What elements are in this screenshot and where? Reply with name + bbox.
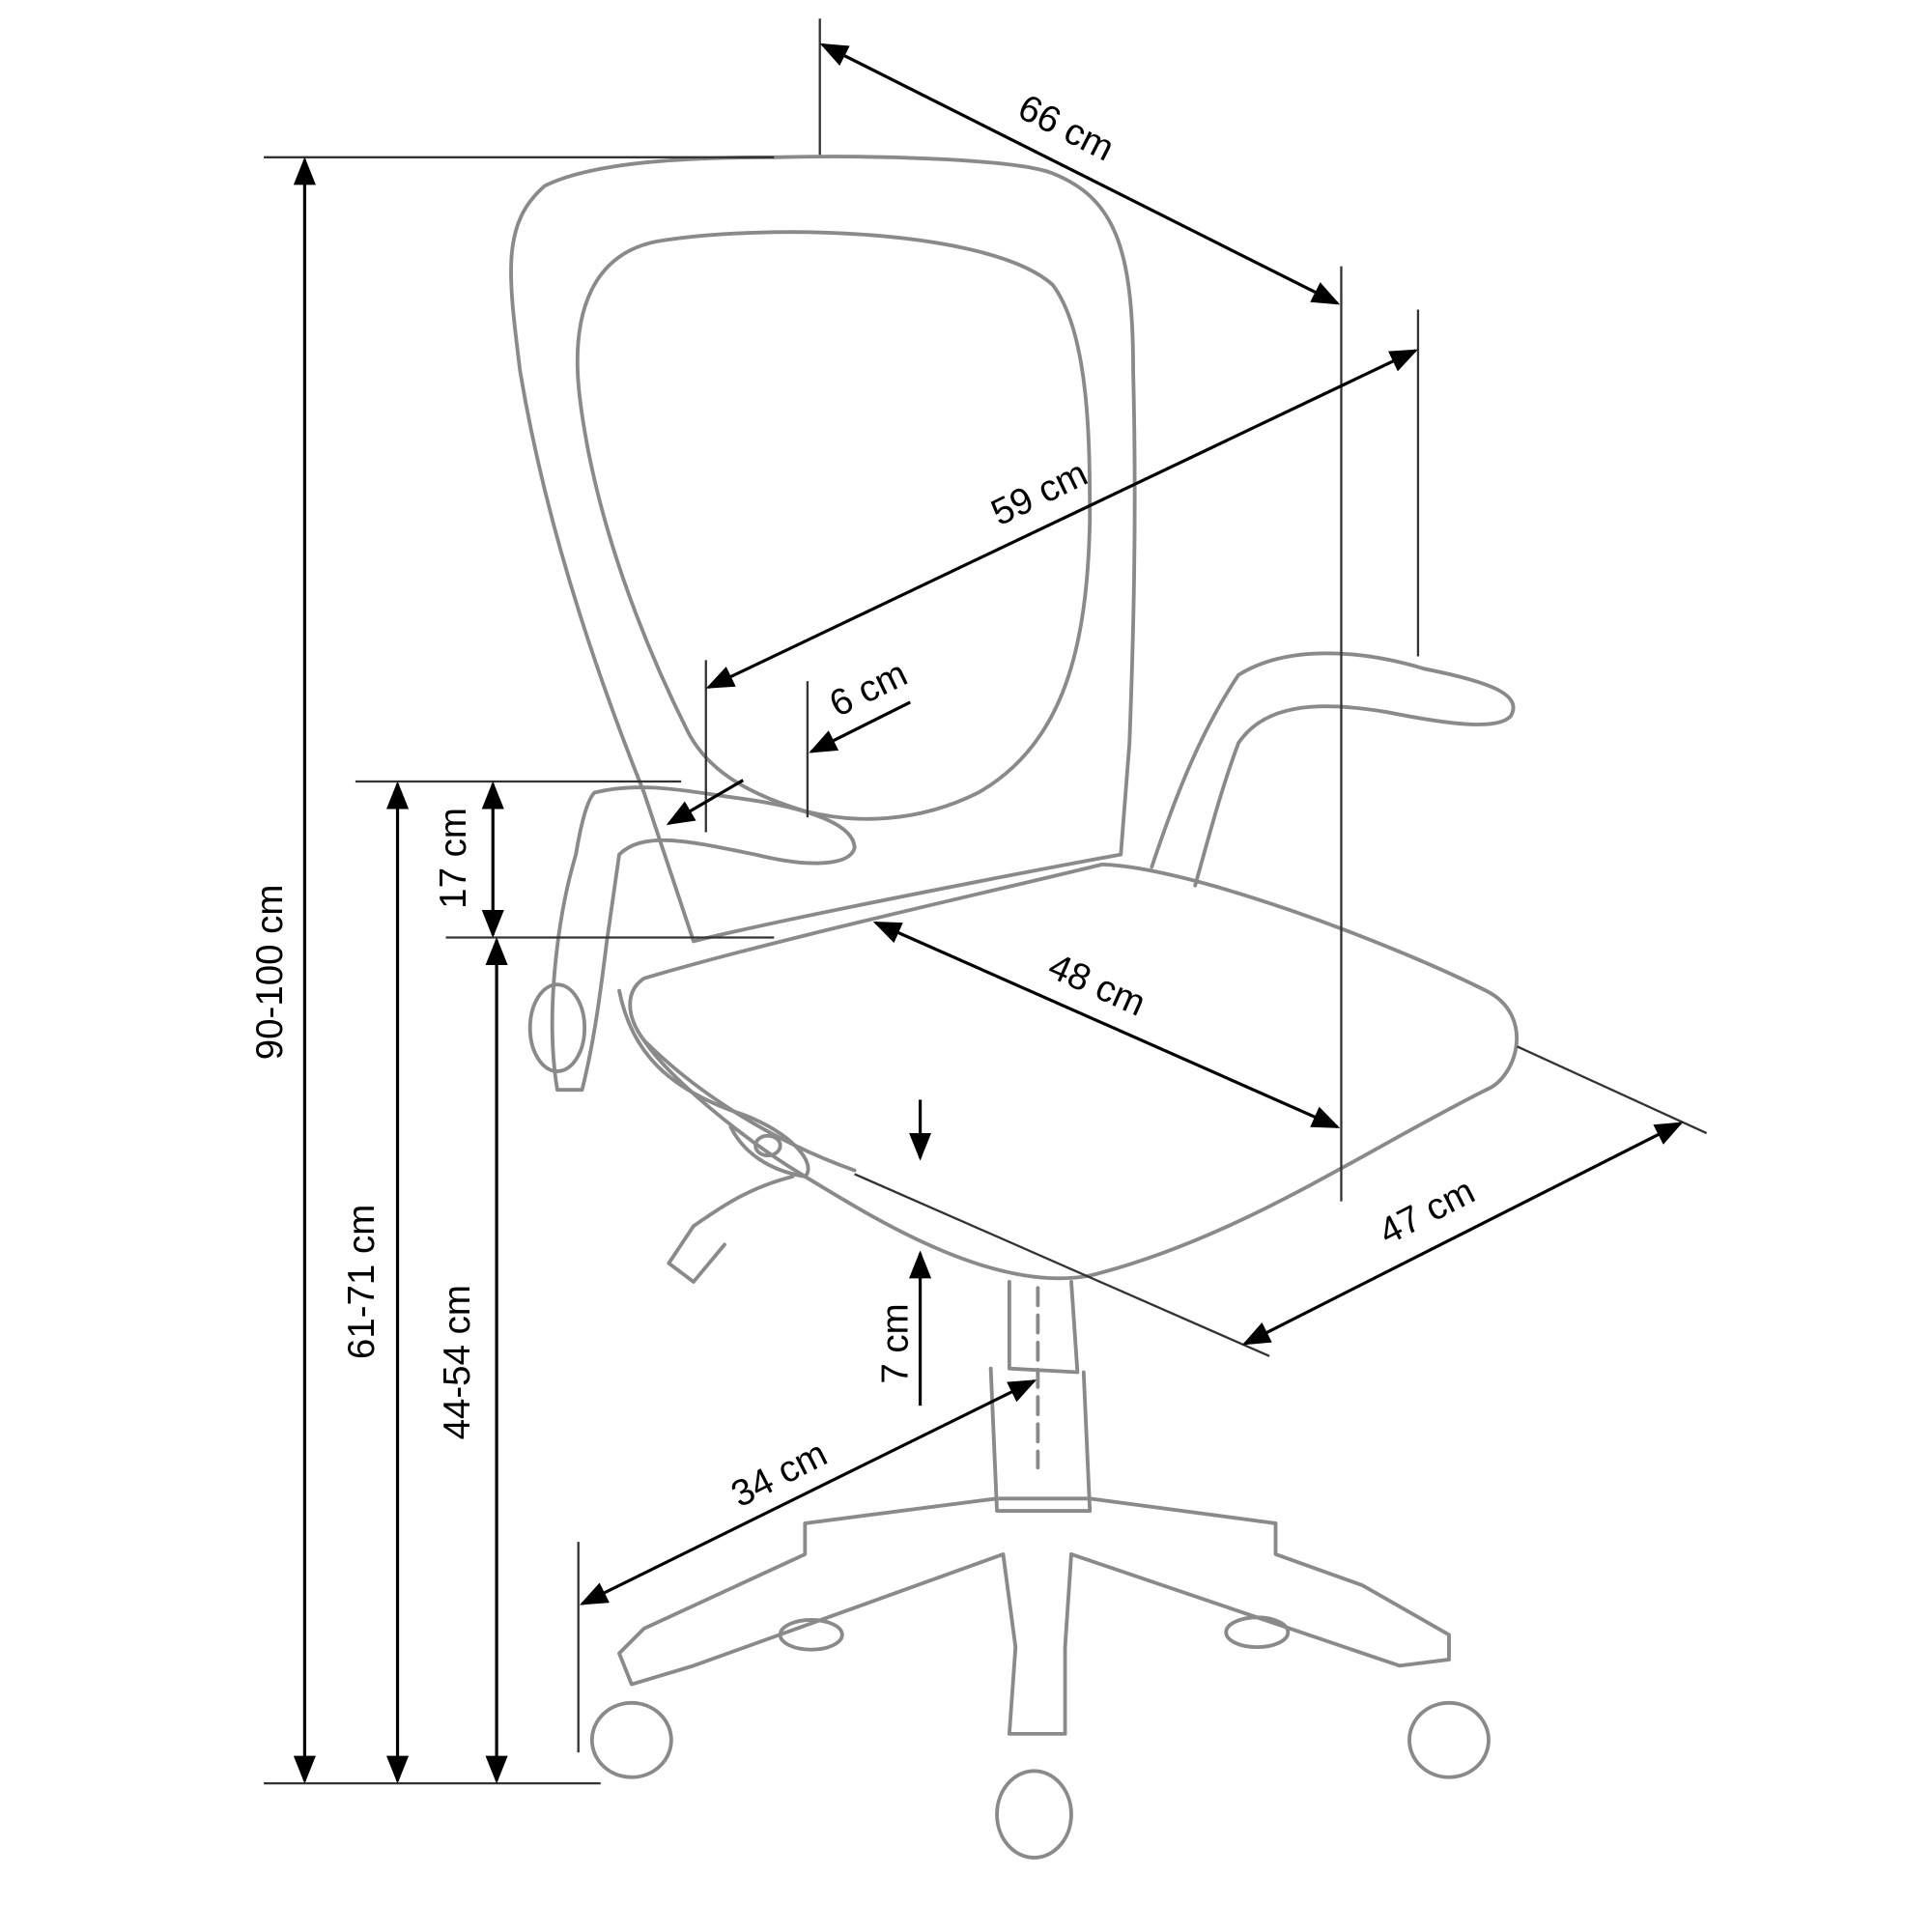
- base-star: [617, 1496, 1451, 1736]
- caster-right: [1407, 1700, 1491, 1779]
- label-34: 34 cm: [724, 1433, 834, 1516]
- seat-mechanism: [617, 988, 810, 1179]
- caster-front: [995, 1769, 1073, 1861]
- label-47: 47 cm: [1373, 1170, 1482, 1253]
- label-44-54: 44-54 cm: [437, 1285, 478, 1439]
- label-61-71: 61-71 cm: [341, 1205, 383, 1359]
- dim-6a: [809, 700, 912, 753]
- label-59: 59 cm: [984, 452, 1094, 534]
- dim-47: [1241, 1122, 1684, 1346]
- caster-back-right: [1224, 1615, 1291, 1650]
- armrest-hinge: [527, 982, 587, 1073]
- dim-34: [579, 1379, 1037, 1605]
- label-6: 6 cm: [823, 653, 914, 725]
- left-armrest: [550, 785, 857, 1093]
- dim-66: [819, 43, 1341, 305]
- label-17: 17 cm: [433, 808, 474, 909]
- label-90-100: 90-100 cm: [249, 885, 291, 1061]
- chair-outline: [509, 155, 1519, 1861]
- extension-lines: [264, 18, 1708, 1785]
- caster-left: [589, 1700, 673, 1779]
- dimension-labels: 66 cm 59 cm 6 cm 17 cm 90-100 cm 61-71 c…: [249, 87, 1481, 1516]
- dimension-arrows: [293, 43, 1684, 1784]
- dim-6b: [666, 779, 745, 826]
- dim-59: [705, 349, 1418, 689]
- knob: [753, 1133, 782, 1158]
- label-66: 66 cm: [1011, 87, 1121, 170]
- dim-48: [872, 921, 1341, 1129]
- label-7: 7 cm: [875, 1303, 917, 1383]
- caster-back-left: [778, 1618, 844, 1652]
- lever: [667, 1175, 795, 1284]
- right-armrest: [1150, 651, 1516, 888]
- label-48: 48 cm: [1042, 946, 1151, 1025]
